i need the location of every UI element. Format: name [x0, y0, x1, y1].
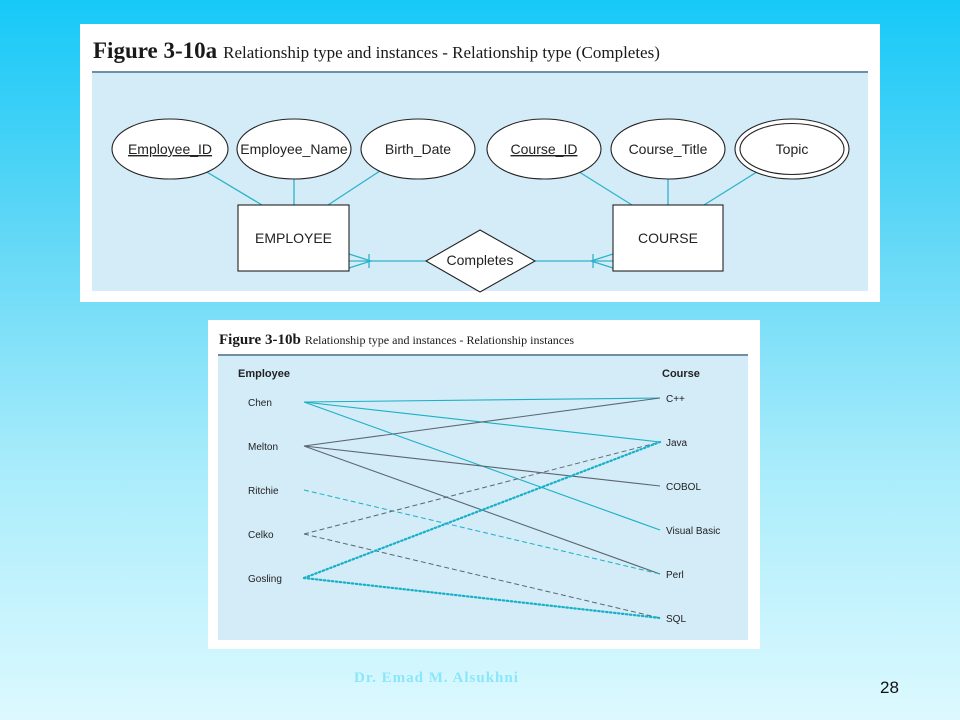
link-celko-java: [303, 441, 661, 535]
figure-b-divider: [218, 354, 748, 356]
page-number: 28: [880, 678, 899, 697]
employee-gosling: Gosling: [248, 574, 282, 585]
attribute-topic-label: Topic: [776, 141, 809, 157]
link-ritchie-perl: [303, 489, 661, 575]
figure-b-number: Figure 3-10b: [219, 332, 301, 348]
link-celko-sql: [303, 533, 661, 619]
footer-author: Dr. Emad M. Alsukhni: [354, 670, 519, 686]
employee-celko: Celko: [248, 530, 274, 541]
attribute-birth-date-label: Birth_Date: [385, 141, 451, 157]
link-melton-cpp: [303, 397, 661, 447]
course-sql: SQL: [666, 614, 686, 625]
figure-a-number: Figure 3-10a: [93, 38, 218, 63]
figure-a-caption: Relationship type and instances - Relati…: [223, 43, 660, 62]
crowfoot-course: [588, 253, 614, 269]
crowfoot-employee: [348, 253, 374, 269]
link-gosling-sql: [302, 576, 662, 620]
course-visual-basic: Visual Basic: [666, 526, 720, 537]
attribute-birth-date: Birth_Date: [360, 118, 476, 180]
course-column-header: Course: [662, 368, 700, 380]
link-gosling-java: [302, 440, 662, 580]
attribute-employee-id: Employee_ID: [111, 118, 229, 180]
course-cpp: C++: [666, 394, 685, 405]
figure-b-caption: Relationship type and instances - Relati…: [304, 333, 575, 347]
course-java: Java: [666, 438, 688, 449]
er-diagram: Employee_ID Employee_Name Birth_Date Cou…: [111, 118, 850, 293]
employee-ritchie: Ritchie: [248, 486, 279, 497]
entity-course: COURSE: [612, 204, 724, 272]
attribute-employee-name-label: Employee_Name: [240, 141, 348, 157]
link-chen-cpp: [303, 397, 661, 403]
er-diagram-canvas: Employee_ID Employee_Name Birth_Date Cou…: [92, 73, 868, 293]
attribute-course-title: Course_Title: [610, 118, 726, 180]
attribute-course-id: Course_ID: [486, 118, 602, 180]
entity-course-label: COURSE: [638, 230, 698, 246]
attribute-course-title-label: Course_Title: [629, 141, 708, 157]
attribute-employee-name: Employee_Name: [236, 118, 352, 180]
course-cobol: COBOL: [666, 482, 701, 493]
employee-column-header: Employee: [238, 368, 290, 380]
attribute-employee-id-label: Employee_ID: [128, 141, 212, 157]
employee-chen: Chen: [248, 398, 272, 409]
figure-3-10a-panel: Figure 3-10a Relationship type and instan…: [80, 24, 880, 302]
entity-employee: EMPLOYEE: [237, 204, 350, 272]
entity-employee-label: EMPLOYEE: [255, 230, 332, 246]
relationship-completes-label: Completes: [447, 252, 514, 268]
link-melton-cobol: [303, 445, 661, 487]
course-perl: Perl: [666, 570, 684, 581]
figure-a-divider: [92, 71, 868, 73]
attribute-topic-multivalued: Topic: [734, 118, 850, 180]
employee-melton: Melton: [248, 442, 278, 453]
instance-diagram: Employee Course ChenMeltonRitchieCelkoGo…: [238, 368, 720, 625]
figure-a-title: Figure 3-10a Relationship type and instan…: [93, 38, 660, 64]
attribute-course-id-label: Course_ID: [511, 141, 578, 157]
instance-links: [302, 397, 662, 620]
relationship-completes: Completes: [424, 229, 537, 293]
